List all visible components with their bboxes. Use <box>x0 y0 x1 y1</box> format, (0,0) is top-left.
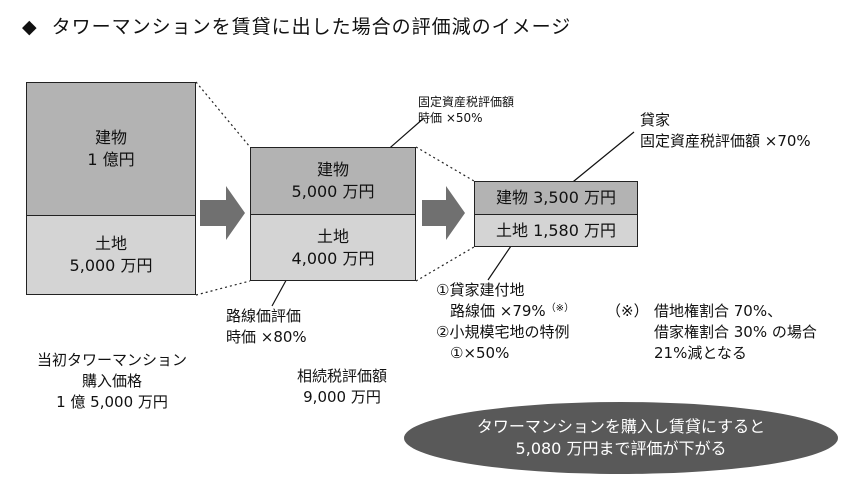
stage3-note-top: 貸家 固定資産税評価額 ×70% <box>640 110 811 152</box>
arrow-right-icon <box>422 186 465 240</box>
footnote-line2: 借家権割合 30% の場合 <box>654 323 817 341</box>
summary-line1: タワーマンションを購入し賃貸にすると <box>476 417 766 436</box>
arrow-right-icon <box>200 186 245 240</box>
stage2-note-bottom: 路線価評価 時価 ×80% <box>226 306 307 348</box>
stage1-caption-line1: 当初タワーマンション <box>36 351 187 369</box>
footnote-line3: 21%減となる <box>654 344 747 362</box>
stage1-caption-line3: 1 億 5,000 万円 <box>56 393 168 411</box>
dotted-line-1-top <box>195 81 251 148</box>
stage2-building-box: 建物 5,000 万円 <box>250 147 416 215</box>
stage3-note-bottom-line4: ①×50% <box>450 344 510 362</box>
dotted-line-1-bottom <box>195 280 251 296</box>
stage2-note-bottom-line2: 時価 ×80% <box>226 328 307 346</box>
diamond-bullet-icon: ◆ <box>22 16 38 38</box>
stage1-building-box: 建物 1 億円 <box>26 82 196 216</box>
pointer-line-stage3-top <box>562 131 635 191</box>
dotted-line-2-top <box>415 146 475 182</box>
stage2-note-top: 固定資産税評価額 時価 ×50% <box>418 94 514 126</box>
page-title: ◆ タワーマンションを賃貸に出した場合の評価減のイメージ <box>22 12 571 39</box>
stage3-note-bottom-line3: ②小規模宅地の特例 <box>436 323 570 341</box>
summary-line2: 5,080 万円まで評価が下がる <box>515 439 727 458</box>
stage3-note-bottom-line2: 路線価 ×79% <box>450 302 546 320</box>
stage2-note-top-line2: 時価 ×50% <box>418 111 483 125</box>
stage3-note-bottom-line1: ①貸家建付地 <box>436 281 525 299</box>
stage3-building-box: 建物 3,500 万円 <box>474 181 638 215</box>
stage1-land-box: 土地 5,000 万円 <box>26 215 196 295</box>
stage3-note-bottom-mark: （※） <box>545 303 575 314</box>
stage1-building-label: 建物 <box>94 128 127 147</box>
stage3-note-bottom: ①貸家建付地 路線価 ×79%（※） ②小規模宅地の特例 ①×50% <box>436 280 574 364</box>
stage2-land-label: 土地 <box>316 226 349 246</box>
stage3-land-text: 土地 1,580 万円 <box>496 220 616 240</box>
stage2-land-box: 土地 4,000 万円 <box>250 214 416 281</box>
stage2-caption: 相続税評価額 9,000 万円 <box>262 366 422 408</box>
stage1-building-value: 1 億円 <box>87 150 135 169</box>
stage2-note-bottom-line1: 路線価評価 <box>226 307 302 325</box>
stage2-caption-line1: 相続税評価額 <box>296 367 387 385</box>
footnote-mark: （※） <box>606 302 649 320</box>
stage2-caption-line2: 9,000 万円 <box>303 388 381 406</box>
stage3-land-box: 土地 1,580 万円 <box>474 214 638 247</box>
stage2-building-value: 5,000 万円 <box>291 182 375 201</box>
stage2-land-value: 4,000 万円 <box>291 248 375 268</box>
footnote-line1: 借地権割合 70%、 <box>654 302 783 320</box>
stage1-caption: 当初タワーマンション 購入価格 1 億 5,000 万円 <box>22 350 202 413</box>
title-text: タワーマンションを賃貸に出した場合の評価減のイメージ <box>51 16 572 38</box>
dotted-line-2-bottom <box>415 246 475 282</box>
footnote-text: 借地権割合 70%、 借家権割合 30% の場合 21%減となる <box>654 301 817 364</box>
stage1-land-label: 土地 <box>94 234 127 253</box>
summary-oval: タワーマンションを購入し賃貸にすると 5,080 万円まで評価が下がる <box>404 402 838 474</box>
stage3-note-top-line1: 貸家 <box>640 111 671 129</box>
pointer-line-stage3-bottom <box>487 242 514 281</box>
stage1-land-value: 5,000 万円 <box>69 256 153 275</box>
stage1-caption-line2: 購入価格 <box>81 372 142 390</box>
stage3-note-bottom-row2: 路線価 ×79%（※） <box>436 301 574 322</box>
stage3-note-top-line2: 固定資産税評価額 ×70% <box>640 132 811 150</box>
stage2-note-top-line1: 固定資産税評価額 <box>418 95 515 109</box>
stage2-building-label: 建物 <box>316 160 349 179</box>
stage3-building-text: 建物 3,500 万円 <box>496 188 616 207</box>
